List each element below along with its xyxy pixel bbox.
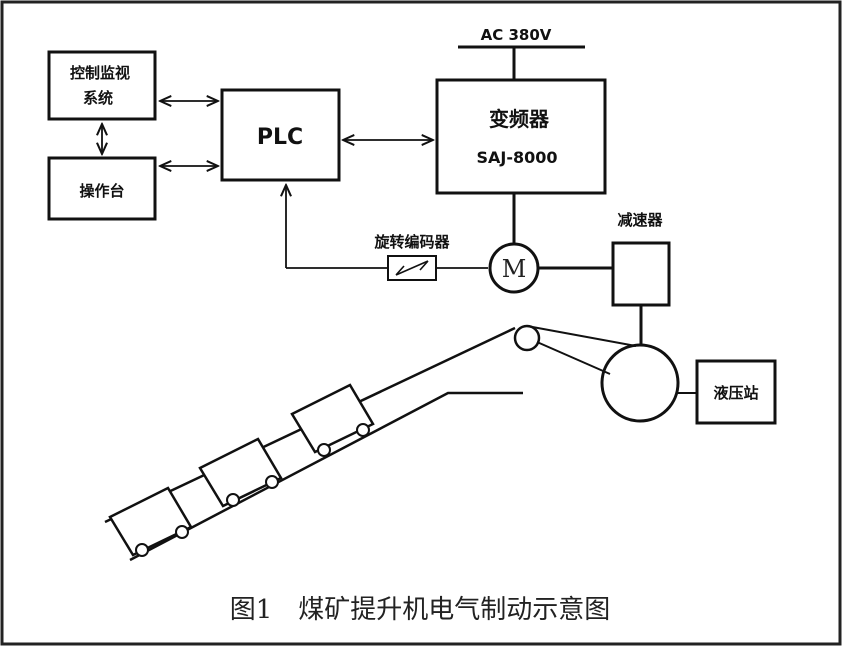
inverter-label-2: SAJ-8000 (476, 148, 557, 167)
rope-upper (526, 325, 637, 347)
encoder-label: 旋转编码器 (373, 233, 450, 251)
reducer-label: 减速器 (617, 211, 663, 229)
cart-2-wheel-front (265, 475, 279, 489)
head-sheave (513, 324, 541, 352)
control-monitor-rect (47, 50, 157, 121)
mine-cart-1 (290, 383, 375, 457)
cart-3-wheel-rear (135, 543, 149, 557)
console-box: 操作台 (47, 156, 157, 221)
cart-2-body (198, 437, 283, 508)
hydraulic-station: 液压站 (695, 359, 777, 425)
power-supply: AC 380V (458, 26, 585, 80)
inverter-label-1: 变频器 (489, 107, 550, 131)
hydraulic-rect (695, 359, 777, 425)
cart-1-wheel-rear (317, 443, 331, 457)
mine-cart-3 (108, 486, 193, 557)
inverter-rect (435, 78, 607, 195)
plc-box: PLC (220, 88, 341, 182)
motor: M (488, 242, 540, 294)
reducer-rect (611, 241, 671, 307)
plc-label: PLC (257, 125, 303, 150)
mine-cart-2 (198, 437, 283, 508)
rope-lower (536, 341, 611, 375)
console-rect (47, 156, 157, 221)
plc-rect (220, 88, 341, 182)
cart-1-body (290, 383, 375, 454)
reducer: 减速器 (611, 211, 671, 307)
control-monitor-box: 控制监视 系统 (47, 50, 157, 121)
power-label: AC 380V (481, 26, 552, 44)
encoder-symbol (395, 260, 429, 276)
cart-1-wheel-front (356, 423, 370, 437)
cart-3-body (108, 486, 193, 557)
control-monitor-label-1: 控制监视 (70, 64, 130, 82)
hydraulic-label: 液压站 (713, 384, 758, 402)
figure-caption: 图1 煤矿提升机电气制动示意图 (230, 595, 611, 625)
hoist-drum (600, 343, 680, 423)
inverter-box: 变频器 SAJ-8000 (435, 78, 607, 195)
motor-label: M (502, 255, 527, 283)
rotary-encoder: 旋转编码器 (373, 233, 450, 281)
cart-2-wheel-rear (226, 493, 240, 507)
control-monitor-label-2: 系统 (83, 89, 113, 107)
console-label: 操作台 (79, 182, 124, 200)
cart-3-wheel-front (175, 525, 189, 539)
